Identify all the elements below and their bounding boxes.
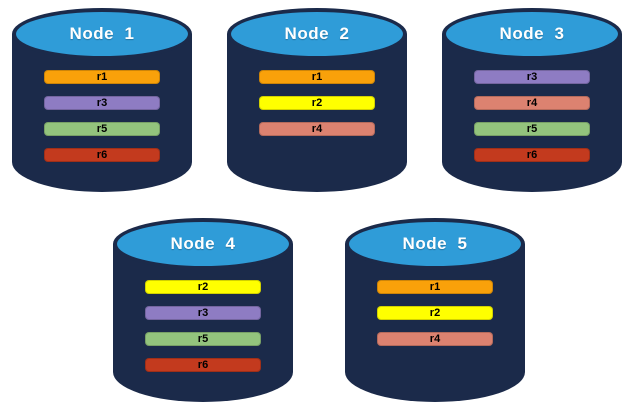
node-5-top-ellipse: Node 5	[345, 218, 525, 270]
replica-bar: r3	[145, 306, 261, 320]
replica-bar: r2	[259, 96, 375, 110]
replica-bar: r2	[145, 280, 261, 294]
replica-bar: r5	[44, 122, 160, 136]
node-3-top-ellipse: Node 3	[442, 8, 622, 60]
node-row-top: Node 1 r1 r3 r5 r6 Node 2 r1 r2 r4	[0, 0, 638, 192]
replica-bar: r4	[377, 332, 493, 346]
replica-bar: r5	[145, 332, 261, 346]
replica-bar: r6	[44, 148, 160, 162]
node-1-cylinder-body	[12, 34, 192, 192]
node-1-replica-list: r1 r3 r5 r6	[44, 70, 160, 162]
node-row-bottom: Node 4 r2 r3 r5 r6 Node 5 r1 r2 r4	[0, 218, 638, 402]
node-5-cylinder-body	[345, 244, 525, 402]
replica-bar: r6	[145, 358, 261, 372]
node-5: Node 5 r1 r2 r4	[345, 218, 525, 402]
node-4-replica-list: r2 r3 r5 r6	[145, 280, 261, 372]
node-2-cylinder-body	[227, 34, 407, 192]
node-4: Node 4 r2 r3 r5 r6	[113, 218, 293, 402]
replica-bar: r4	[259, 122, 375, 136]
node-4-top-ellipse: Node 4	[113, 218, 293, 270]
node-3: Node 3 r3 r4 r5 r6	[442, 8, 622, 192]
replica-bar: r4	[474, 96, 590, 110]
node-1: Node 1 r1 r3 r5 r6	[12, 8, 192, 192]
node-2-title: Node 2	[284, 24, 350, 43]
replica-bar: r6	[474, 148, 590, 162]
node-3-replica-list: r3 r4 r5 r6	[474, 70, 590, 162]
node-1-title: Node 1	[69, 24, 135, 43]
node-4-title: Node 4	[170, 234, 236, 253]
replica-bar: r3	[474, 70, 590, 84]
node-5-replica-list: r1 r2 r4	[377, 280, 493, 346]
replica-bar: r1	[44, 70, 160, 84]
replica-bar: r3	[44, 96, 160, 110]
replica-bar: r5	[474, 122, 590, 136]
replica-bar: r2	[377, 306, 493, 320]
replica-bar: r1	[377, 280, 493, 294]
node-2-replica-list: r1 r2 r4	[259, 70, 375, 136]
node-3-cylinder-body	[442, 34, 622, 192]
node-4-cylinder-body	[113, 244, 293, 402]
node-2-top-ellipse: Node 2	[227, 8, 407, 60]
node-2: Node 2 r1 r2 r4	[227, 8, 407, 192]
node-5-title: Node 5	[402, 234, 468, 253]
node-3-title: Node 3	[499, 24, 565, 43]
replica-bar: r1	[259, 70, 375, 84]
node-1-top-ellipse: Node 1	[12, 8, 192, 60]
